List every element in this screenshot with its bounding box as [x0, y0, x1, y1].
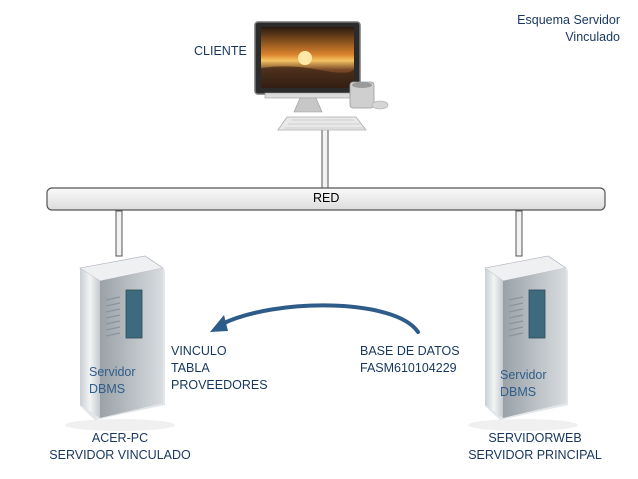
right-server-overlay: Servidor DBMS: [500, 367, 547, 401]
left-overlay-line-1: Servidor: [89, 365, 136, 379]
link-label-line-1: VINCULO: [171, 344, 227, 358]
right-caption-line-1: SERVIDORWEB: [488, 431, 582, 445]
right-server-icon: [468, 255, 578, 431]
network-label: RED: [313, 191, 340, 205]
right-server-caption: SERVIDORWEB SERVIDOR PRINCIPAL: [455, 430, 615, 464]
client-computer-icon: [254, 21, 389, 131]
client-connector: [321, 127, 329, 189]
left-caption-line-1: ACER-PC: [91, 431, 149, 445]
right-overlay-line-2: DBMS: [500, 385, 537, 399]
link-label: VINCULO TABLA PROVEEDORES: [171, 343, 268, 394]
link-arrow: [210, 303, 420, 334]
left-connector: [115, 210, 123, 257]
left-server-icon: [65, 255, 175, 431]
link-label-line-3: PROVEEDORES: [171, 378, 268, 392]
left-server-overlay: Servidor DBMS: [89, 364, 136, 398]
client-label: CLIENTE: [194, 44, 247, 58]
title-line-1: Esquema Servidor: [517, 13, 620, 27]
diagram-title: Esquema Servidor Vinculado: [517, 12, 620, 46]
database-label: BASE DE DATOS FASM610104229: [360, 343, 460, 377]
left-overlay-line-2: DBMS: [89, 382, 126, 396]
right-overlay-line-1: Servidor: [500, 368, 547, 382]
database-label-line-1: BASE DE DATOS: [360, 344, 460, 358]
right-connector: [515, 210, 523, 257]
database-label-line-2: FASM610104229: [360, 361, 457, 375]
title-line-2: Vinculado: [565, 30, 620, 44]
link-label-line-2: TABLA: [171, 361, 210, 375]
right-caption-line-2: SERVIDOR PRINCIPAL: [468, 448, 602, 462]
left-server-caption: ACER-PC SERVIDOR VINCULADO: [40, 430, 200, 464]
left-caption-line-2: SERVIDOR VINCULADO: [49, 448, 191, 462]
network-bar: [46, 187, 606, 211]
